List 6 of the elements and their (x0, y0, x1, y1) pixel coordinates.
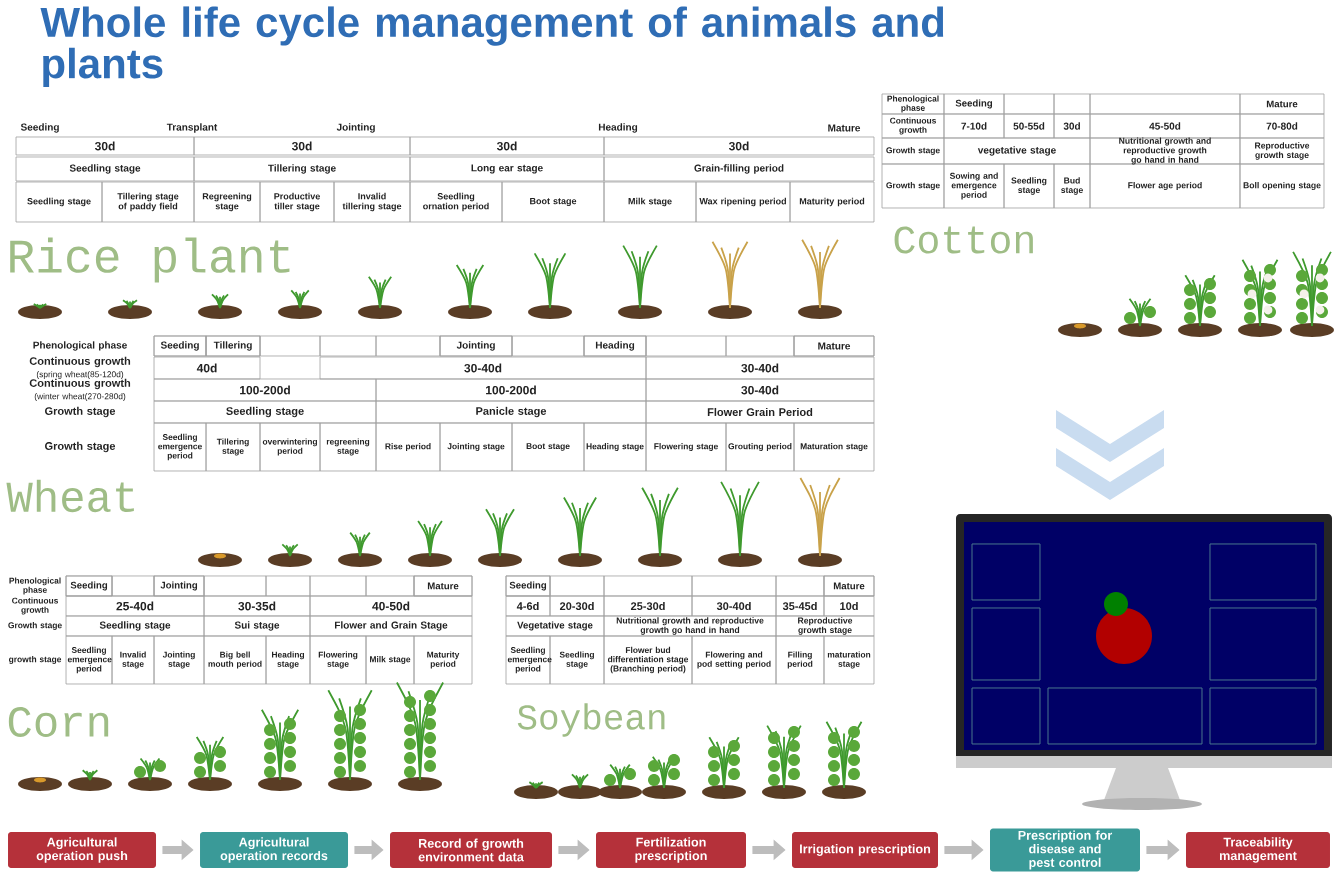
crop-name: Rice plant (10, 237, 290, 283)
title: Whole life cycle management of animals and plants (40, 6, 944, 87)
crop-name: Soybean (517, 703, 665, 737)
crop-name: Corn (8, 707, 109, 737)
crop-name: Wheat (6, 479, 134, 513)
crop-name: Cotton (894, 226, 1033, 254)
